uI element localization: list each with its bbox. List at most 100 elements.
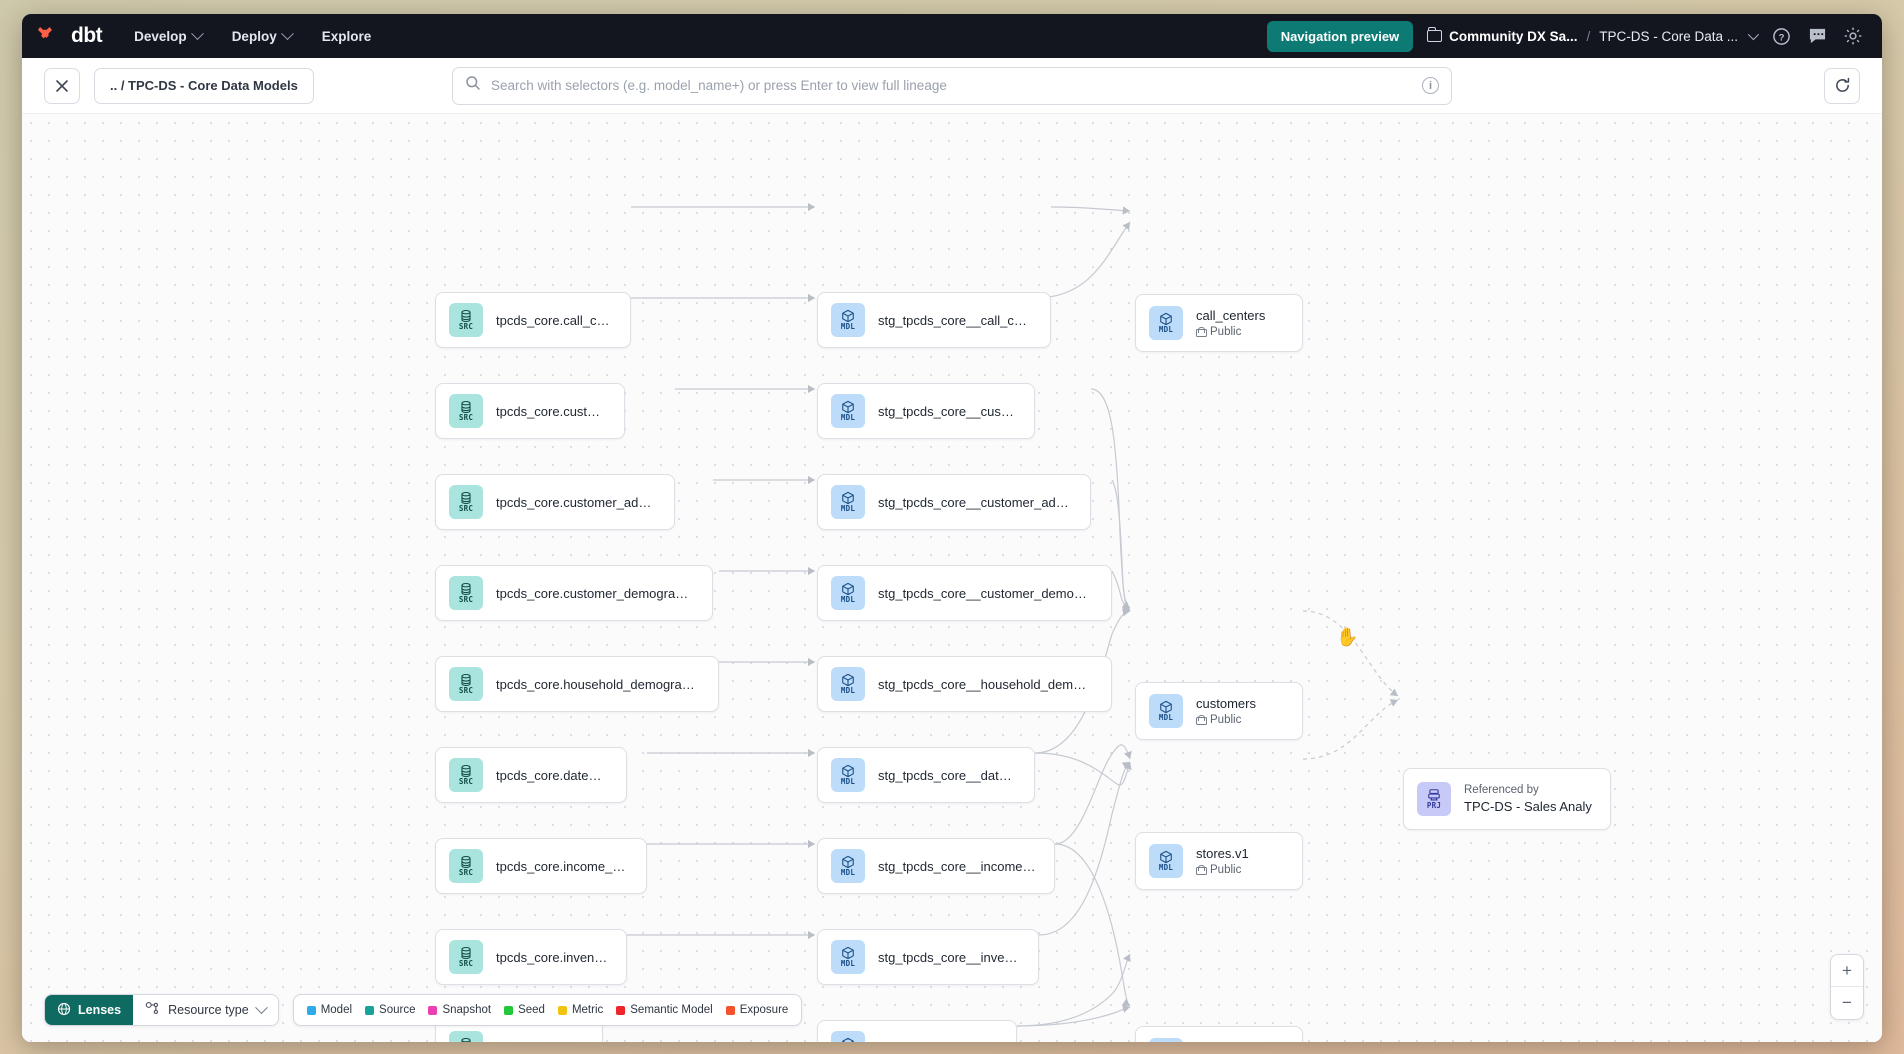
node-label: stg_tpcds_core__inventory [878, 949, 1020, 965]
node-type-badge-label: MDL [1158, 713, 1174, 723]
lens-icon [57, 1002, 71, 1019]
node-label: stg_tpcds_core__customer_address [878, 494, 1072, 510]
node-label: tpcds_core.customer_demographics [496, 585, 694, 601]
legend-item-semantic-model[interactable]: Semantic Model [616, 1004, 713, 1016]
lineage-node-mart-stores-v1[interactable]: MDL stores.v1 Public [1135, 832, 1303, 890]
node-body: Referenced by TPC-DS - Sales Analytics [1464, 784, 1592, 814]
node-access-label: Public [1210, 864, 1242, 876]
app-window: dbt Develop Deploy Explore Navigation pr… [22, 14, 1882, 1042]
gear-icon[interactable] [1842, 25, 1864, 47]
node-label: stg_tpcds_core__income_band [878, 858, 1036, 874]
legend-item-source[interactable]: Source [365, 1004, 415, 1016]
legend-swatch [365, 1005, 375, 1015]
resource-type-legend: Model Source Snapshot Seed Metric Semant… [292, 994, 803, 1026]
lineage-node-src-customer-address[interactable]: SRC tpcds_core.customer_address [435, 474, 675, 530]
search-bar[interactable]: i [452, 66, 1452, 105]
zoom-in-button[interactable]: + [1831, 955, 1863, 987]
navigation-preview-button[interactable]: Navigation preview [1266, 20, 1414, 52]
lineage-node-src-customer[interactable]: SRC tpcds_core.customer [435, 383, 625, 439]
node-type-badge-label: MDL [840, 322, 856, 332]
lineage-node-src-inventory[interactable]: SRC tpcds_core.inventory [435, 929, 627, 985]
chevron-down-icon [190, 26, 204, 40]
lineage-node-src-date-dim[interactable]: SRC tpcds_core.date_dim [435, 747, 627, 803]
help-icon[interactable]: ? [1770, 25, 1792, 47]
zoom-controls: + − [1830, 954, 1864, 1020]
node-label: stg_tpcds_core__date_dim [878, 767, 1016, 783]
node-type-badge-src: SRC [449, 576, 483, 610]
node-type-badge-src: SRC [449, 758, 483, 792]
node-access: Public [1196, 714, 1256, 726]
legend-swatch [616, 1005, 626, 1015]
lineage-node-src-call-center[interactable]: SRC tpcds_core.call_center [435, 292, 631, 348]
node-type-badge-src: SRC [449, 849, 483, 883]
node-reference-title: TPC-DS - Sales Analytics [1464, 799, 1592, 814]
node-type-badge-label: SRC [458, 595, 474, 605]
node-type-badge-label: SRC [458, 686, 474, 696]
lineage-node-stg-customer-demographics[interactable]: MDL stg_tpcds_core__customer_demogra... [817, 565, 1112, 621]
legend-item-seed[interactable]: Seed [504, 1004, 545, 1016]
lineage-node-src-customer-demographics[interactable]: SRC tpcds_core.customer_demographics [435, 565, 713, 621]
node-title: customers [1196, 696, 1256, 711]
node-type-badge-label: MDL [840, 504, 856, 514]
lineage-toolbar: .. / TPC-DS - Core Data Models i [22, 58, 1882, 114]
breadcrumb-project[interactable]: Community DX Sa... [1427, 27, 1578, 44]
node-type-badge-label: MDL [1158, 325, 1174, 335]
lineage-node-stg-inventory[interactable]: MDL stg_tpcds_core__inventory [817, 929, 1039, 985]
lineage-breadcrumb-button[interactable]: .. / TPC-DS - Core Data Models [94, 67, 314, 104]
lineage-node-mart-call-centers[interactable]: MDL call_centers Public [1135, 294, 1303, 352]
lineage-node-src-household-demographics[interactable]: SRC tpcds_core.household_demographics [435, 656, 719, 712]
nav-link-explore[interactable]: Explore [320, 24, 374, 49]
breadcrumb-environment[interactable]: TPC-DS - Core Data ... [1599, 29, 1738, 44]
node-title: stores.v1 [1196, 846, 1249, 861]
node-type-badge-mdl: MDL [831, 940, 865, 974]
legend-item-model[interactable]: Model [306, 1004, 352, 1016]
legend-label: Exposure [739, 1004, 789, 1016]
info-icon[interactable]: i [1422, 77, 1439, 94]
lineage-node-mart-customers[interactable]: MDL customers Public [1135, 682, 1303, 740]
node-type-badge-label: SRC [458, 413, 474, 423]
nav-link-develop[interactable]: Develop [132, 24, 204, 49]
lenses-button[interactable]: Lenses [45, 995, 134, 1025]
dbt-logo[interactable]: dbt [36, 24, 103, 48]
legend-item-exposure[interactable]: Exposure [725, 1004, 789, 1016]
lineage-node-stg-call-center[interactable]: MDL stg_tpcds_core__call_center [817, 292, 1051, 348]
node-label: tpcds_core.date_dim [496, 767, 608, 783]
lineage-node-stg-store[interactable]: MDL stg_tpcds_core__store [817, 1020, 1017, 1042]
legend-swatch [428, 1005, 438, 1015]
refresh-button[interactable] [1824, 67, 1860, 104]
breadcrumb-project-label: Community DX Sa... [1449, 28, 1578, 44]
node-label: stg_tpcds_core__household_demogr... [878, 676, 1093, 692]
resource-type-dropdown[interactable]: Resource type [133, 995, 278, 1025]
lineage-node-stg-customer[interactable]: MDL stg_tpcds_core__customer [817, 383, 1035, 439]
breadcrumb-separator: / [1586, 28, 1591, 44]
legend-swatch [504, 1005, 514, 1015]
legend-label: Seed [518, 1004, 545, 1016]
lineage-node-stg-customer-address[interactable]: MDL stg_tpcds_core__customer_address [817, 474, 1091, 530]
node-label: tpcds_core.customer_address [496, 494, 656, 510]
lineage-bottom-bar: Lenses Resource type Model Source Snapsh… [44, 994, 803, 1026]
lineage-node-stg-household-demographics[interactable]: MDL stg_tpcds_core__household_demogr... [817, 656, 1112, 712]
primary-nav-links: Develop Deploy Explore [132, 24, 373, 49]
search-input[interactable] [491, 78, 1412, 93]
node-label: stg_tpcds_core__customer [878, 403, 1016, 419]
lineage-node-src-income-band[interactable]: SRC tpcds_core.income_band [435, 838, 647, 894]
lineage-node-mart-stores-v2[interactable]: MDL stores.v2 Public [1135, 1026, 1303, 1042]
node-label: tpcds_core.store [496, 1041, 584, 1043]
legend-item-snapshot[interactable]: Snapshot [428, 1004, 491, 1016]
top-navigation-bar: dbt Develop Deploy Explore Navigation pr… [22, 14, 1882, 58]
chevron-down-icon[interactable] [1747, 28, 1760, 41]
nav-link-develop-label: Develop [134, 28, 187, 44]
chat-icon[interactable] [1806, 25, 1828, 47]
lineage-node-stg-income-band[interactable]: MDL stg_tpcds_core__income_band [817, 838, 1055, 894]
legend-item-metric[interactable]: Metric [557, 1004, 603, 1016]
node-title: stores.v2 [1196, 1040, 1249, 1042]
nav-link-deploy[interactable]: Deploy [230, 24, 294, 49]
close-button[interactable] [44, 67, 80, 104]
lineage-canvas[interactable]: SRC tpcds_core.call_center SRC tpcds_cor… [22, 114, 1882, 1042]
legend-label: Snapshot [442, 1004, 492, 1016]
lineage-node-ref-sales-analytics[interactable]: PRJ Referenced by TPC-DS - Sales Analyti… [1403, 768, 1611, 830]
node-type-badge-label: SRC [458, 504, 474, 514]
lineage-node-stg-date-dim[interactable]: MDL stg_tpcds_core__date_dim [817, 747, 1035, 803]
node-access: Public [1196, 864, 1249, 876]
zoom-out-button[interactable]: − [1842, 993, 1852, 1012]
